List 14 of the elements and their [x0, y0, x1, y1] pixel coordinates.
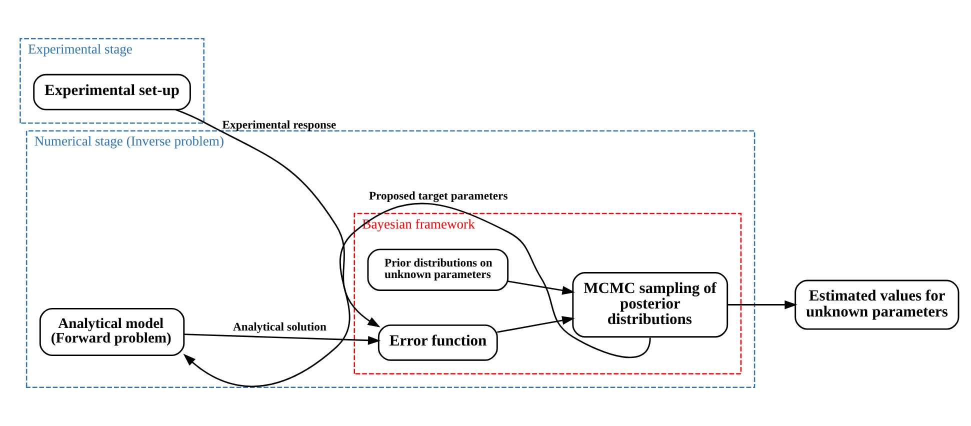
node-box: Analytical model (Forward problem) [39, 308, 185, 356]
edge-label: Experimental response [222, 118, 336, 132]
arrow [728, 300, 798, 310]
arrow [508, 280, 575, 295]
arrow [497, 316, 575, 333]
node-box: Estimated values for unknown parameters [794, 280, 960, 330]
node-box: MCMC sampling of posterior distributions [572, 272, 728, 338]
node-box: Error function [378, 324, 498, 361]
arrow [184, 334, 381, 345]
edge-label: Proposed target parameters [368, 190, 508, 202]
node-box: Prior distributions on unknown parameters [367, 248, 509, 291]
edge-label: Analytical solution [232, 320, 326, 334]
arrow [183, 202, 651, 387]
node-box: Experimental set-up [33, 74, 191, 110]
